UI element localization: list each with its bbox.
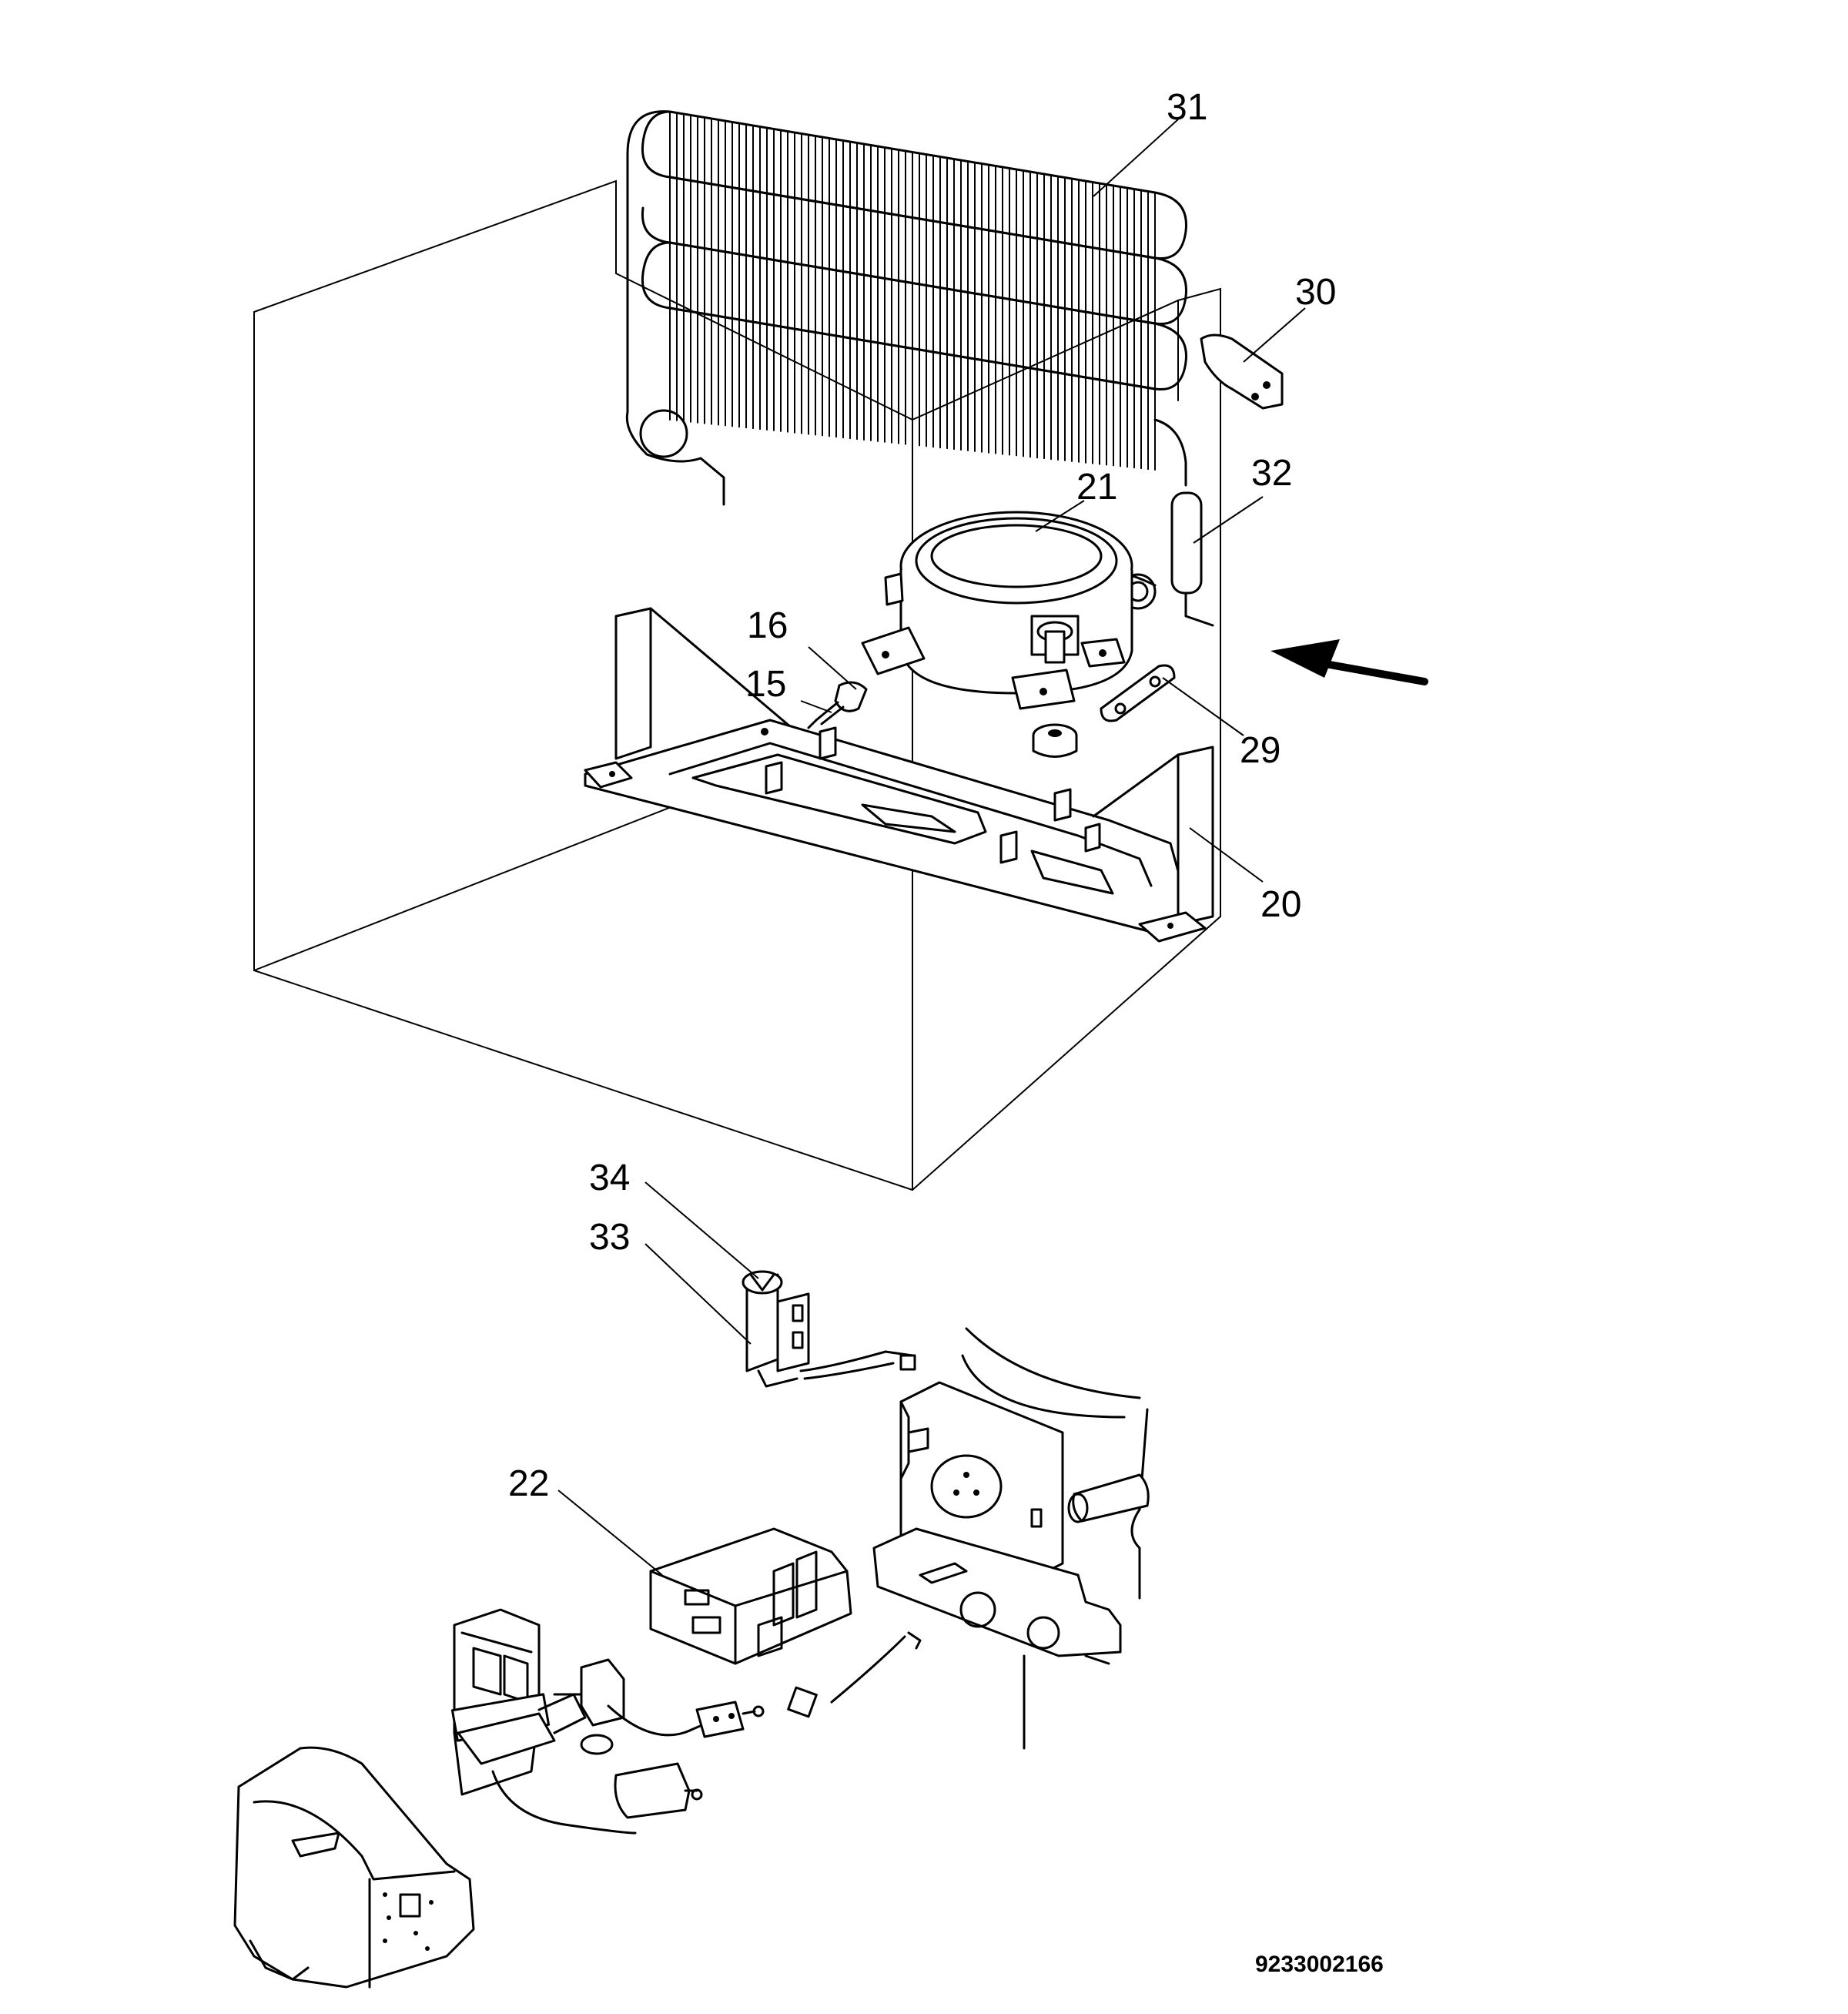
callout-29: 29 (1240, 730, 1281, 771)
terminal-cover (233, 1746, 475, 1989)
cabinet-outline (253, 179, 1221, 1191)
callout-labels: 31 30 21 32 16 15 29 20 34 33 22 (508, 87, 1336, 1504)
compressor-housing-partial (961, 1327, 1150, 1600)
terminal-block-overload (450, 1608, 765, 1835)
rubber-grommet (1032, 723, 1078, 758)
terminal-mounting-bracket (872, 1381, 1122, 1750)
callout-16: 16 (747, 605, 788, 646)
compressor (861, 511, 1133, 710)
document-number: 9233002166 (1255, 1952, 1384, 1977)
callout-31: 31 (1167, 87, 1207, 128)
callout-20: 20 (1260, 884, 1301, 925)
callout-15: 15 (745, 664, 786, 705)
start-relay-capacitor (742, 1270, 916, 1388)
callout-30: 30 (1295, 272, 1336, 313)
clamp-bracket (1200, 333, 1284, 410)
screw-and-washer (807, 681, 868, 729)
callout-21: 21 (1076, 467, 1117, 508)
callout-22: 22 (508, 1463, 549, 1504)
spacer-plate (1100, 664, 1176, 722)
callout-33: 33 (589, 1217, 630, 1258)
leader-lines (557, 119, 1306, 1576)
callout-32: 32 (1251, 453, 1292, 494)
condenser-coil (625, 110, 1187, 506)
base-frame (584, 607, 1214, 943)
callout-34: 34 (589, 1158, 630, 1198)
view-direction-arrow (1270, 639, 1428, 685)
thermal-relay (649, 1527, 922, 1718)
